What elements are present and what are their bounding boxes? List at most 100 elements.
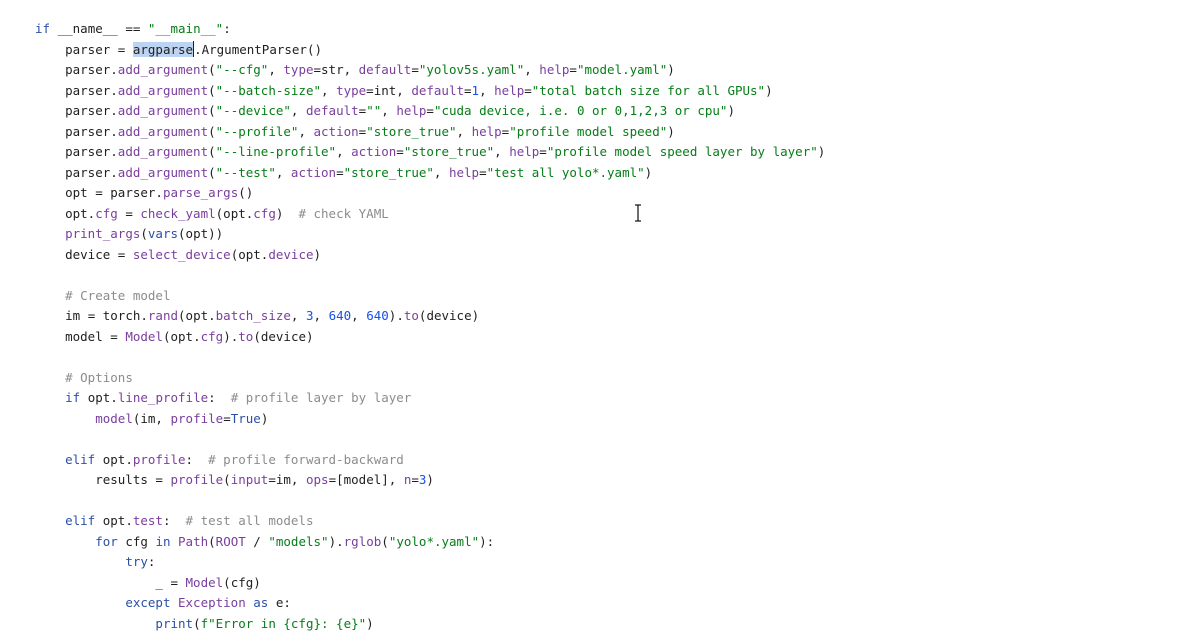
code-line[interactable]: model(im, profile=True) <box>35 409 825 430</box>
code-token <box>35 595 125 610</box>
code-line[interactable]: opt = parser.parse_args() <box>35 183 825 204</box>
code-token: , <box>298 123 314 139</box>
code-token <box>178 575 186 590</box>
code-line[interactable]: print_args(vars(opt)) <box>35 224 825 245</box>
code-line[interactable]: parser.add_argument("--batch-size", type… <box>35 81 825 102</box>
code-token: (device) <box>418 308 480 323</box>
code-token: try <box>125 554 148 569</box>
code-token: cfg <box>200 328 224 344</box>
code-line[interactable]: if opt.line_profile: # profile layer by … <box>35 388 825 409</box>
code-line[interactable]: parser.add_argument("--device", default=… <box>35 101 825 122</box>
code-token: , <box>479 82 495 98</box>
code-token: : <box>185 451 209 467</box>
code-line[interactable]: elif opt.test: # test all models <box>35 511 825 532</box>
code-line[interactable]: # Options <box>35 368 825 389</box>
code-token: "--batch-size" <box>215 82 321 98</box>
code-token: (opt. <box>215 205 254 221</box>
code-token: "store_true" <box>343 164 434 180</box>
code-line[interactable]: parser.add_argument("--line-profile", ac… <box>35 142 825 163</box>
code-token: "yolo*.yaml" <box>388 533 480 549</box>
code-token: (opt)) <box>178 226 224 241</box>
code-token: "models" <box>268 533 329 549</box>
code-token: print_args <box>65 226 141 241</box>
code-token: # check YAML <box>298 205 389 221</box>
code-token: add_argument <box>117 62 209 77</box>
code-token <box>35 226 65 241</box>
code-token: help <box>448 164 480 180</box>
code-token: ): <box>479 533 495 549</box>
code-token: , <box>456 123 472 139</box>
code-area[interactable]: if __name__ == "__main__": parser = argp… <box>35 19 825 634</box>
code-token <box>35 390 65 405</box>
code-line[interactable]: # Create model <box>35 286 825 307</box>
code-line[interactable]: parser.add_argument("--test", action="st… <box>35 163 825 184</box>
code-token: ( <box>208 533 216 549</box>
code-token: , <box>524 62 540 77</box>
code-line[interactable]: parser.add_argument("--profile", action=… <box>35 122 825 143</box>
code-token: (device) <box>253 328 314 344</box>
code-line[interactable] <box>35 429 825 450</box>
code-token: opt. <box>80 390 118 405</box>
code-token: e: <box>268 595 291 610</box>
code-line[interactable]: try: <box>35 552 825 573</box>
code-token: "profile model speed" <box>509 123 668 139</box>
code-line[interactable] <box>35 265 825 286</box>
code-token: = <box>358 123 367 139</box>
code-line[interactable]: device = select_device(opt.device) <box>35 245 825 266</box>
code-token: = <box>87 308 96 323</box>
code-token: cfg <box>253 205 276 221</box>
code-token: action <box>290 164 337 180</box>
code-token: , <box>290 308 306 323</box>
code-token: "store_true" <box>403 144 495 159</box>
code-token: to <box>238 328 254 344</box>
code-token: action <box>351 144 397 159</box>
code-token: = <box>110 328 118 344</box>
code-token: 1 <box>471 82 480 98</box>
code-token: (opt. <box>178 308 216 323</box>
code-token: ). <box>388 308 404 323</box>
code-line[interactable]: parser.add_argument("--cfg", type=str, d… <box>35 60 825 81</box>
code-token: ( <box>381 533 389 549</box>
code-token: parser. <box>35 62 118 77</box>
code-token: as <box>253 595 269 610</box>
code-token <box>35 370 65 385</box>
code-line[interactable]: for cfg in Path(ROOT / "models").rglob("… <box>35 532 825 553</box>
code-token <box>35 616 155 631</box>
code-token: =int, <box>366 82 412 98</box>
code-line[interactable]: except Exception as e: <box>35 593 825 614</box>
code-line[interactable]: results = profile(input=im, ops=[model],… <box>35 470 825 491</box>
code-line[interactable]: if __name__ == "__main__": <box>35 19 825 40</box>
code-line[interactable]: opt.cfg = check_yaml(opt.cfg) # check YA… <box>35 204 825 225</box>
code-token: : <box>208 390 231 405</box>
code-token: add_argument <box>117 144 209 159</box>
code-token: ) <box>765 82 773 98</box>
code-line[interactable] <box>35 347 825 368</box>
code-token: default <box>358 62 412 77</box>
code-token: ( <box>208 103 216 118</box>
code-token: add_argument <box>117 164 209 180</box>
code-token: ) <box>817 144 826 159</box>
code-token: parser. <box>35 103 118 118</box>
code-token: , <box>268 62 284 77</box>
code-line[interactable]: print(f"Error in {cfg}: {e}") <box>35 614 825 635</box>
code-token: rglob <box>343 533 382 549</box>
selected-text: argparse <box>132 41 194 57</box>
code-token: / <box>245 533 269 549</box>
code-token: default <box>411 82 465 98</box>
code-line[interactable]: model = Model(opt.cfg).to(device) <box>35 327 825 348</box>
code-token: opt <box>35 185 96 200</box>
code-line[interactable] <box>35 491 825 512</box>
code-token: parser <box>35 41 118 57</box>
code-token: ) <box>313 246 322 262</box>
code-line[interactable]: elif opt.profile: # profile forward-back… <box>35 450 825 471</box>
code-line[interactable]: parser = argparse.ArgumentParser() <box>35 40 825 61</box>
code-token: "cuda device, i.e. 0 or 0,1,2,3 or cpu" <box>433 103 728 118</box>
code-token: add_argument <box>117 82 209 98</box>
code-token: torch. <box>95 308 148 323</box>
code-line[interactable]: im = torch.rand(opt.batch_size, 3, 640, … <box>35 306 825 327</box>
code-token: batch_size <box>215 308 291 323</box>
code-line[interactable]: _ = Model(cfg) <box>35 573 825 594</box>
code-token: "--profile" <box>215 123 299 139</box>
code-token: = <box>501 123 510 139</box>
